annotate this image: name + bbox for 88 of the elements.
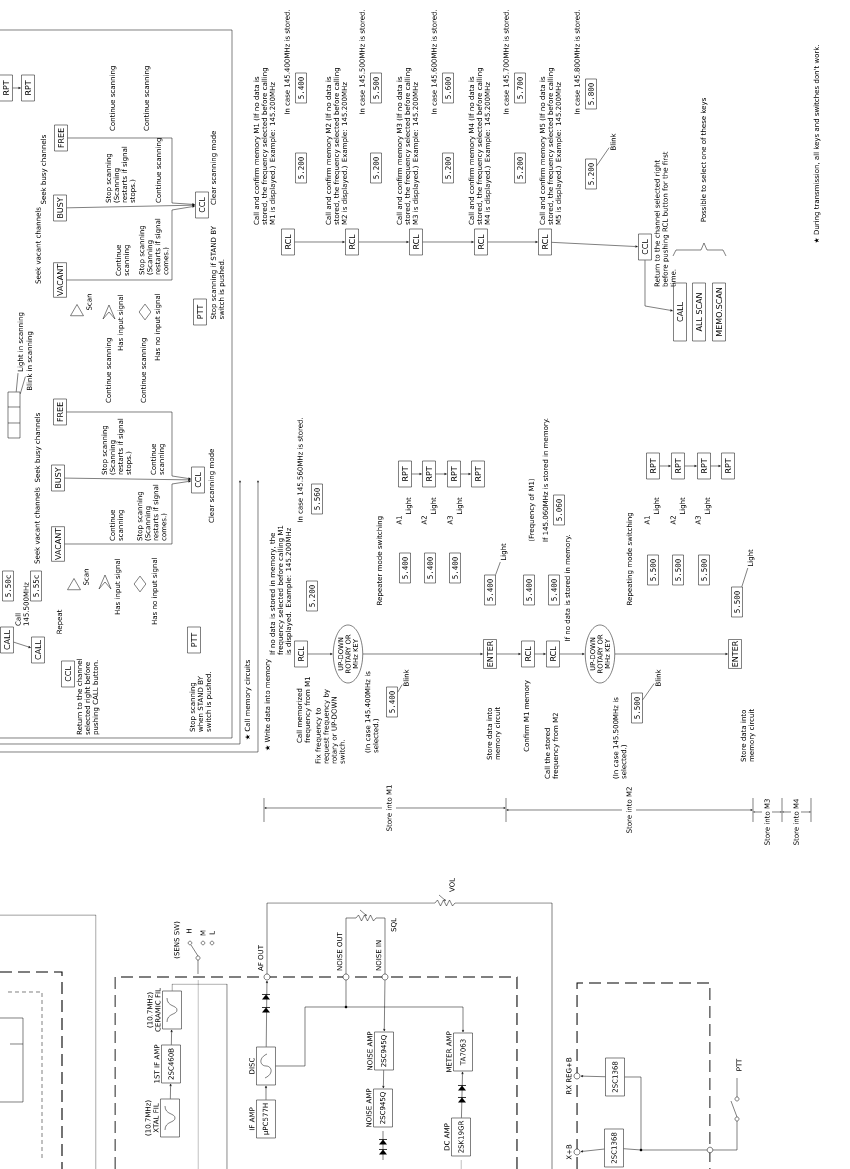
- arrow: [66, 205, 195, 281]
- leader-line: [642, 683, 655, 701]
- key-box: CALL: [31, 636, 45, 664]
- key-box: RCL: [538, 228, 552, 256]
- arrow: [580, 1148, 605, 1153]
- key-box: FREE: [54, 124, 68, 152]
- key-box: RPT: [721, 452, 735, 480]
- key-box: RCL: [345, 228, 359, 256]
- key-box: RPT: [21, 74, 35, 102]
- arrow: [64, 480, 191, 545]
- arrow: [644, 260, 673, 312]
- leader-line: [741, 567, 749, 587]
- key-box: ENTER: [483, 639, 497, 669]
- arrow: [411, 473, 422, 475]
- arrow: [67, 137, 195, 206]
- key-box: RPT: [0, 74, 13, 102]
- key-box: RPT: [398, 460, 412, 488]
- arrow: [307, 653, 333, 655]
- leader-line: [623, 1076, 642, 1151]
- key-box: RCL: [281, 228, 295, 256]
- arrow: [460, 473, 471, 475]
- arrow: [382, 1070, 385, 1089]
- key-box: CCL: [191, 466, 205, 494]
- key-box: PTT: [187, 626, 201, 654]
- arrow: [496, 653, 521, 655]
- arrow: [551, 242, 638, 248]
- key-box: VACANT: [53, 262, 67, 298]
- key-box: ENTER: [728, 639, 742, 669]
- leader-line: [596, 147, 610, 166]
- leader-line: [20, 376, 26, 395]
- arrow: [710, 465, 721, 467]
- key-box: FREE: [53, 398, 67, 426]
- key-box: BUSY: [53, 194, 67, 222]
- arrow: [580, 1075, 606, 1078]
- arrow: [66, 411, 191, 480]
- key-box: RCL: [294, 640, 308, 668]
- key-box: RPT: [646, 452, 660, 480]
- indicator-icon: [7, 391, 21, 439]
- arrow: [659, 465, 671, 467]
- key-box: PTT: [193, 298, 207, 326]
- arrow: [614, 653, 728, 655]
- key-box: MEMO.SCAN: [712, 282, 726, 342]
- key-box: CCL: [61, 660, 75, 688]
- key-box: CALL: [0, 626, 14, 654]
- arrow: [64, 477, 191, 481]
- key-box: RCL: [474, 228, 488, 256]
- arrow: [13, 641, 31, 648]
- arrow: [422, 241, 474, 243]
- key-box: BUSY: [51, 464, 65, 492]
- arrow: [66, 204, 195, 209]
- chevron-symbol: [98, 574, 112, 590]
- key-box: RPT: [422, 460, 436, 488]
- key-box: RCL: [409, 228, 423, 256]
- scan-triangle: [67, 578, 81, 590]
- key-box: RCL: [546, 640, 560, 668]
- decision-diamond: [138, 303, 152, 321]
- key-box: RPT: [447, 460, 461, 488]
- leader-line: [171, 983, 228, 1169]
- leader-line: [397, 684, 403, 693]
- arrow: [534, 653, 546, 655]
- key-box: RCL: [521, 640, 535, 668]
- arrow: [383, 980, 386, 1032]
- arrow: [294, 241, 345, 243]
- arrow: [265, 1085, 267, 1100]
- chevron-symbol: [102, 304, 116, 320]
- key-box: ALL SCAN: [692, 282, 706, 342]
- arrow: [275, 1006, 464, 1067]
- arrow: [461, 1071, 464, 1118]
- arrow: [559, 653, 585, 655]
- arrow: [169, 1083, 172, 1099]
- leader-line: [495, 561, 501, 575]
- key-box: VACANT: [51, 526, 65, 562]
- arrow: [358, 241, 409, 243]
- decision-diamond: [133, 575, 147, 593]
- key-box: RPT: [471, 460, 485, 488]
- scan-triangle: [70, 304, 84, 316]
- key-box: CCL: [195, 191, 209, 219]
- arrow: [265, 980, 268, 1047]
- arrow: [487, 241, 538, 243]
- arrow: [435, 473, 447, 475]
- key-box: RPT: [697, 452, 711, 480]
- arrow: [170, 1029, 173, 1045]
- arrow: [684, 465, 697, 467]
- arrow: [12, 87, 21, 89]
- leader-line: [16, 372, 19, 392]
- key-box: RPT: [671, 452, 685, 480]
- arrow: [362, 653, 483, 655]
- key-box: CCL: [638, 233, 652, 261]
